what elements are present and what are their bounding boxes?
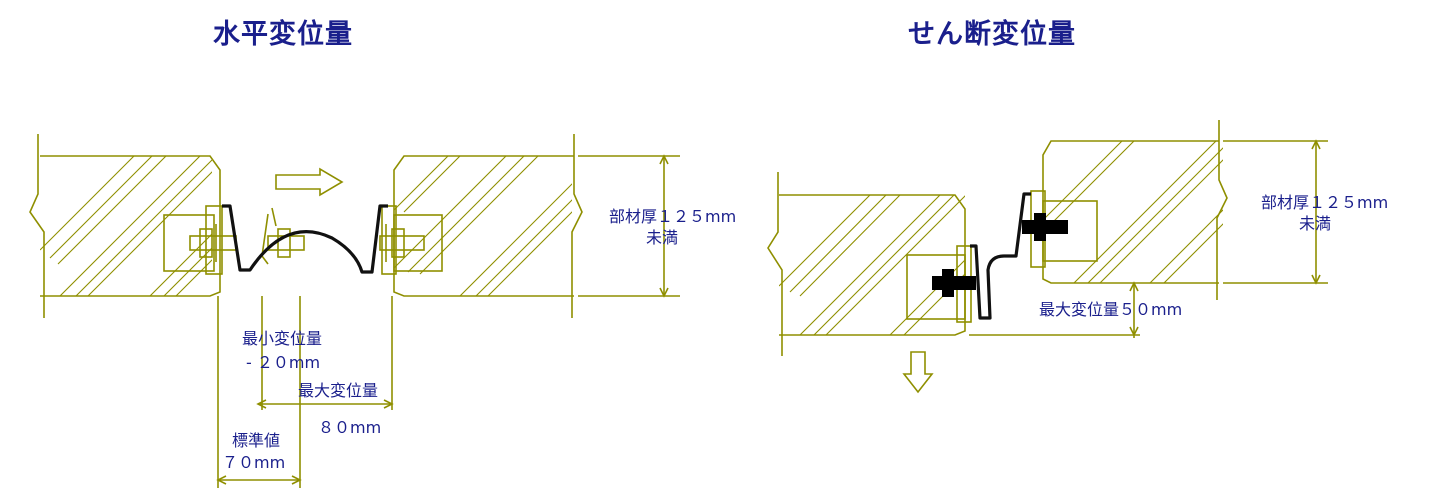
displacement-arrow-right xyxy=(275,167,344,197)
min-displacement-value: - ２０mm xyxy=(246,353,320,372)
left-panel-b xyxy=(381,134,583,318)
max-displacement-label: 最大変位量 xyxy=(298,381,378,400)
left-joint-line xyxy=(222,204,388,274)
right-bolt-2 xyxy=(1022,213,1068,241)
shear-max-displacement-label: 最大変位量５０mm xyxy=(1039,300,1182,319)
standard-value-label: 標準値 xyxy=(232,431,280,450)
min-displacement-label: 最小変位量 xyxy=(242,329,322,348)
left-thickness-dimension xyxy=(578,154,680,298)
left-bolt-3 xyxy=(379,224,425,262)
right-panel-a xyxy=(767,172,976,356)
max-displacement-value: ８０mm xyxy=(318,418,381,437)
shear-displacement-title: せん断変位量 xyxy=(908,19,1076,50)
right-joint-line xyxy=(970,192,1031,320)
right-shear-dimension xyxy=(969,281,1140,338)
left-thickness-label: 部材厚１２５mm xyxy=(609,207,736,226)
right-thickness-label: 部材厚１２５mm xyxy=(1261,193,1388,212)
left-diagram: 部材厚１２５mm 未満 最小変位量 - ２０mm 最大変位量 ８０mm 標準値 … xyxy=(29,134,736,488)
left-thickness-sub-label: 未満 xyxy=(646,228,678,247)
displacement-arrow-down xyxy=(902,351,934,394)
right-diagram: 部材厚１２５mm 未満 最大変位量５０mm xyxy=(767,120,1388,394)
horizontal-displacement-title: 水平変位量 xyxy=(213,19,353,50)
right-thickness-sub-label: 未満 xyxy=(1299,214,1331,233)
left-dimension-lines xyxy=(216,296,394,488)
right-thickness-dimension xyxy=(1223,139,1328,285)
right-panel-b xyxy=(1022,120,1228,300)
left-bolt-1 xyxy=(189,224,237,262)
right-bolt-1 xyxy=(932,269,976,297)
standard-value-value: ７０mm xyxy=(222,453,285,472)
left-panel-a xyxy=(29,134,223,318)
